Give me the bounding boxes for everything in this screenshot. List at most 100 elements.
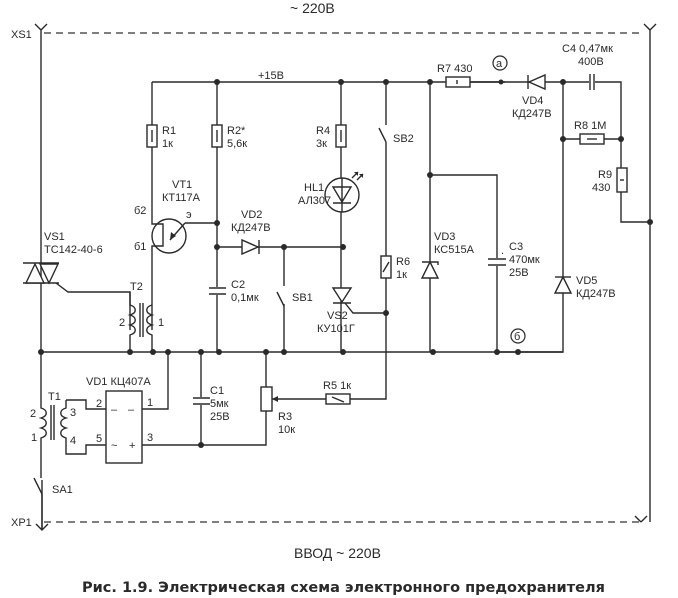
- svg-text:R9: R9: [598, 169, 612, 181]
- svg-text:КД247В: КД247В: [512, 108, 552, 120]
- svg-text:–: –: [128, 404, 135, 416]
- svg-text:470мк: 470мк: [509, 254, 540, 266]
- svg-text:КД247В: КД247В: [576, 288, 616, 300]
- potentiometer-r3[interactable]: R3 10к: [260, 352, 310, 436]
- junction: [214, 220, 220, 226]
- arrow-bottom-right-icon: [634, 515, 648, 523]
- resistor-r2: R2* 5,6к: [211, 124, 247, 150]
- svg-text:VD5: VD5: [576, 275, 597, 287]
- svg-text:VD2: VD2: [241, 209, 262, 221]
- svg-text:VD4: VD4: [522, 95, 543, 107]
- svg-text:3: 3: [147, 432, 153, 444]
- svg-text:1: 1: [158, 317, 164, 329]
- svg-text:4: 4: [70, 435, 76, 447]
- svg-text:R5 1к: R5 1к: [323, 380, 351, 392]
- svg-text:3: 3: [70, 407, 76, 419]
- transistor-vt1: VT1 КТ117А б2 б1 э: [134, 179, 217, 330]
- capacitor-c3: . C3 470мк 25В: [430, 174, 540, 352]
- svg-text:1: 1: [147, 397, 153, 409]
- svg-text:~: ~: [111, 440, 117, 452]
- bridge-vd1: VD1 КЦ407А 2 5 1 3 – – ~ +: [86, 352, 267, 464]
- transformer-t1: T1 2 1 3 4: [30, 352, 106, 478]
- svg-text:SB1: SB1: [292, 292, 313, 304]
- capacitor-c4: C4 0,47мк 400В: [562, 43, 622, 139]
- svg-text:HL1: HL1: [304, 182, 324, 194]
- svg-text:SA1: SA1: [52, 484, 73, 496]
- svg-text:КС515А: КС515А: [434, 244, 475, 256]
- svg-text:5мк: 5мк: [210, 398, 229, 410]
- diode-vd4: VD4 КД247В: [512, 73, 552, 120]
- svg-text:C4 0,47мк: C4 0,47мк: [562, 43, 613, 55]
- resistor-r9: R9 430: [592, 139, 650, 223]
- resistor-r1: R1 1к: [146, 124, 176, 150]
- svg-text:1: 1: [31, 432, 37, 444]
- transformer-t2: T2 2 1: [119, 281, 164, 352]
- svg-text:R1: R1: [162, 125, 176, 137]
- svg-text:б2: б2: [134, 205, 146, 217]
- svg-text:–: –: [111, 404, 118, 416]
- svg-text:25В: 25В: [509, 267, 529, 279]
- svg-text:400В: 400В: [578, 56, 604, 68]
- connector-xs1-right: [643, 23, 657, 522]
- capacitor-c1: C1 5мк 25В: [192, 352, 230, 448]
- diode-vd5: VD5 КД247В: [553, 275, 616, 300]
- diode-vd2: VD2 КД247В: [217, 209, 343, 256]
- switch-sa1[interactable]: SA1: [33, 477, 73, 530]
- svg-text:R8 1М: R8 1М: [574, 120, 606, 132]
- svg-text:R2*: R2*: [227, 125, 246, 137]
- wire-vd5: [497, 82, 564, 353]
- svg-text:25В: 25В: [210, 411, 230, 423]
- svg-text:3к: 3к: [316, 138, 327, 150]
- svg-text:10к: 10к: [278, 424, 295, 436]
- svg-text:+: +: [129, 440, 135, 452]
- svg-text:а: а: [496, 58, 503, 70]
- node-a-junction: [498, 79, 504, 85]
- switch-sb1[interactable]: SB1: [276, 247, 313, 352]
- led-hl1: HL1 АЛ307: [298, 171, 364, 213]
- capacitor-c2: C2 0,1мк: [208, 279, 259, 304]
- svg-text:КУ101Г: КУ101Г: [317, 323, 355, 335]
- svg-text:VS1: VS1: [44, 231, 65, 243]
- svg-text:VT1: VT1: [172, 179, 192, 191]
- svg-text:2: 2: [119, 317, 125, 329]
- svg-text:б1: б1: [134, 241, 146, 253]
- svg-text:R4: R4: [316, 125, 330, 137]
- svg-text:5: 5: [96, 433, 102, 445]
- svg-text:VD1 КЦ407А: VD1 КЦ407А: [86, 376, 151, 388]
- svg-text:5,6к: 5,6к: [227, 138, 247, 150]
- svg-text:VS2: VS2: [327, 310, 348, 322]
- resistor-r8: R8 1М: [563, 120, 621, 145]
- svg-text:VD3: VD3: [434, 231, 455, 243]
- svg-text:КД247В: КД247В: [231, 222, 271, 234]
- input-voltage-label: ВВОД ~ 220В: [294, 545, 381, 561]
- svg-text:ТС142-40-6: ТС142-40-6: [44, 244, 103, 256]
- svg-text:э: э: [186, 209, 192, 221]
- svg-text:T1: T1: [48, 391, 61, 403]
- svg-text:R7 430: R7 430: [437, 63, 472, 75]
- connector-xs1: XS1: [11, 23, 48, 352]
- figure-caption: Рис. 1.9. Электрическая схема электронно…: [82, 580, 605, 596]
- svg-text:T2: T2: [130, 281, 143, 293]
- svg-text:.: .: [501, 245, 504, 257]
- resistor-r7: R7 430: [437, 63, 472, 88]
- node-b-marker: б: [510, 328, 526, 344]
- svg-text:C1: C1: [210, 385, 224, 397]
- zener-vd3: VD3 КС515А: [420, 231, 475, 279]
- resistor-r4: R4 3к: [316, 124, 347, 150]
- top-voltage-label: ~ 220В: [290, 0, 335, 16]
- svg-text:430: 430: [592, 182, 610, 194]
- svg-text:б: б: [514, 331, 520, 343]
- rail-15v-label: +15В: [258, 70, 284, 82]
- svg-text:2: 2: [30, 408, 36, 420]
- node-a-marker: а: [492, 55, 508, 71]
- svg-text:АЛ307: АЛ307: [298, 195, 331, 207]
- junction: [560, 136, 566, 142]
- svg-text:1к: 1к: [162, 138, 173, 150]
- svg-text:1к: 1к: [396, 269, 407, 281]
- xs1-label: XS1: [11, 29, 32, 41]
- xp1-label: XP1: [11, 517, 32, 529]
- svg-text:C3: C3: [509, 241, 523, 253]
- junction: [383, 310, 389, 316]
- svg-text:0,1мк: 0,1мк: [231, 292, 259, 304]
